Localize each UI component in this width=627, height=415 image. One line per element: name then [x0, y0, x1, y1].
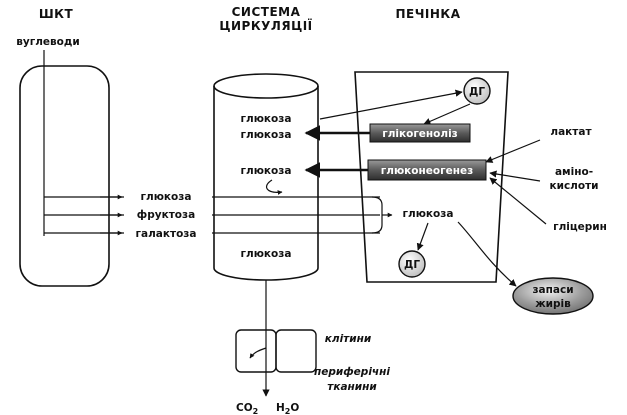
label-glycogenolysis: глікогеноліз — [382, 128, 458, 140]
label-absorbed-fructose: фруктоза — [137, 209, 195, 221]
label-tissues-line2: тканини — [327, 381, 377, 393]
label-tissues-line1: периферічні — [314, 366, 390, 378]
arrow-dg-to-glycogenolysis — [423, 103, 471, 125]
dg-bottom-circle — [398, 250, 426, 278]
arrow-glucose-to-dg-bottom — [416, 222, 429, 251]
label-amino-acids-line1: аміно- — [555, 166, 593, 178]
label-circ-glucose-gluconeogenesis: глюкоза — [241, 165, 292, 177]
label-dg-top: ДГ — [469, 86, 485, 98]
label-fat-line1: запаси — [532, 284, 573, 296]
label-h2o: H2O — [276, 402, 299, 415]
arrow-glucose-to-dg — [319, 89, 463, 120]
label-gluconeogenesis: глюконеогенез — [381, 165, 473, 177]
label-circ-glucose-top: глюкоза — [241, 113, 292, 125]
label-cells: клітини — [325, 333, 372, 345]
label-circ-glucose-glycogenolysis: глюкоза — [241, 129, 292, 141]
label-lactate: лактат — [550, 126, 592, 138]
liver-trapezoid — [354, 71, 509, 283]
cell-right — [275, 329, 317, 373]
label-amino-acids-line2: кислоти — [549, 180, 598, 192]
cell-left — [235, 329, 277, 373]
label-circ-glucose-bottom: глюкоза — [241, 248, 292, 260]
label-dg-bottom: ДГ — [404, 259, 420, 271]
label-liver-glucose: глюкоза — [403, 208, 454, 220]
header-liver: ПЕЧІНКА — [395, 7, 460, 21]
arrow-glycerol-to-gng — [489, 177, 547, 225]
header-circulation-line1: СИСТЕМА — [232, 5, 301, 19]
circulation-cylinder-top — [213, 73, 319, 99]
label-absorbed-glucose: глюкоза — [141, 191, 192, 203]
circ-curl-arrow — [265, 179, 283, 195]
cell-curl-arrow — [249, 347, 267, 359]
label-fat-line2: жирів — [535, 298, 571, 310]
arrow-glucose-to-fat — [457, 221, 517, 287]
fat-stores-ellipse — [512, 277, 594, 315]
label-co2: CO2 — [236, 402, 258, 415]
arrow-lactate-to-gng — [485, 139, 541, 163]
header-circulation-line2: ЦИРКУЛЯЦІЇ — [219, 18, 312, 33]
gi-tract-box — [19, 65, 110, 287]
dg-top-circle — [463, 77, 491, 105]
label-carbohydrates: вуглеводи — [16, 36, 79, 48]
label-glycerol: гліцерин — [553, 221, 607, 233]
arrow-amino-to-gng — [489, 170, 541, 182]
label-absorbed-galactose: галактоза — [136, 228, 197, 240]
header-gi-tract: ШКТ — [39, 7, 74, 21]
